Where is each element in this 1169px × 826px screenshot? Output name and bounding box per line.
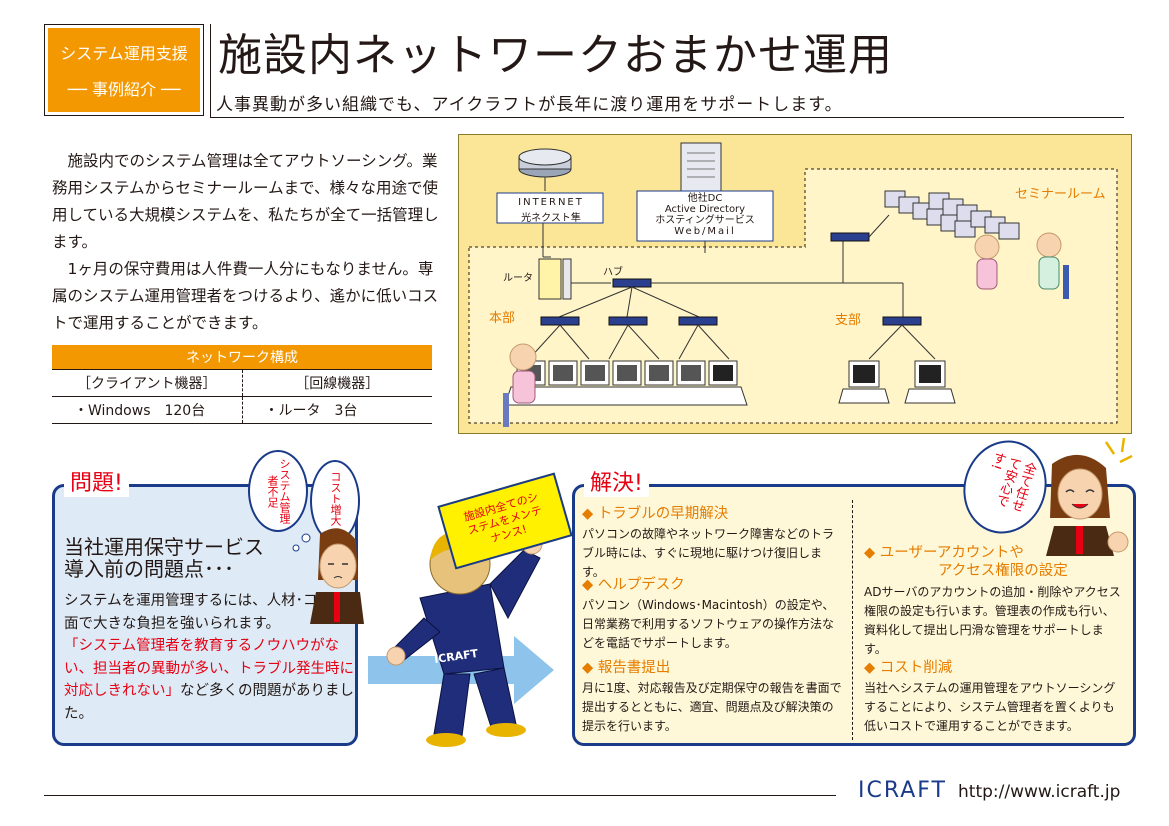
solution-item-2-title-text: ヘルプデスク [597, 577, 685, 593]
solution-item-2-title: ◆ ヘルプデスク [582, 573, 685, 594]
solution-item-3-text: 月に1度、対応報告及び定期保守の報告を書面で提出するとともに、適宜、問題点及び解… [582, 681, 842, 733]
diamond-icon: ◆ [864, 545, 876, 561]
network-diagram-graphic [468, 142, 1118, 427]
category-badge: システム運用支援 ── 事例紹介 ── [44, 24, 204, 116]
area-label-branch: 支部 [835, 313, 862, 328]
solution-item-4-title-line-2: アクセス権限の設定 [938, 563, 1068, 579]
diamond-icon: ◆ [582, 577, 594, 593]
reassurance-text: 全て任せて安心です! [987, 449, 1038, 514]
problem-description: システムを運用管理するには、人材･コスト面で大きな負担を強いられます。 「システ… [64, 590, 354, 725]
area-label-hq: 本部 [489, 311, 516, 326]
bubble-staff-shortage: システム管理者不足 [266, 458, 291, 524]
internet-box [496, 192, 604, 224]
solution-item-4-title-line-1: ユーザーアカウントや [879, 545, 1024, 561]
solution-item-5-title: ◆ コスト削減 [864, 656, 952, 677]
company-url[interactable]: http://www.icraft.jp [958, 782, 1121, 802]
category-badge-fill: システム運用支援 ── 事例紹介 ── [48, 28, 200, 112]
hub-label: ハブ [603, 267, 623, 278]
config-header-clients: ［クライアント機器］ [52, 369, 242, 397]
internet-label: INTERNET [518, 197, 584, 208]
dc-line-2: Active Directory [664, 204, 746, 215]
problem-text-2: など多くの問題がありました。 [64, 683, 354, 722]
problem-panel [52, 484, 358, 746]
footer-rule [44, 795, 836, 796]
icraft-mascot-illustration [368, 531, 554, 747]
case-study-label: ── 事例紹介 ── [67, 80, 181, 99]
dc-line-3: ホスティングサービス [655, 215, 755, 226]
hq-person-illustration [503, 343, 537, 427]
config-cell-clients: ・Windows 120台 [52, 396, 242, 424]
config-header-lines: ［回線機器］ [241, 369, 432, 397]
main-hub-icon [612, 278, 652, 288]
solution-item-1-title-text: トラブルの早期解決 [597, 506, 729, 522]
intro-paragraph-2: 1ヶ月の保守費用は人件費一人分にもなりません。専属のシステム運用管理者をつけるよ… [52, 260, 439, 332]
solution-item-5-text: 当社へシステムの運用管理をアウトソーシングすることにより、システム管理者を置くよ… [864, 681, 1116, 733]
solution-item-4-title: ◆ ユーザーアカウントや アクセス権限の設定 [864, 544, 1068, 580]
sub-hub-1-icon [540, 316, 580, 326]
branch-pc-group [838, 360, 956, 404]
sub-hub-3-icon [678, 316, 718, 326]
seminar-pc-group [884, 190, 1020, 240]
solution-column-divider [852, 500, 853, 740]
bubble-cost-increase: コスト増大 [329, 471, 342, 526]
solution-item-3-title: ◆ 報告書提出 [582, 656, 670, 677]
solution-item-3-title-text: 報告書提出 [597, 660, 671, 676]
solution-item-1-text: パソコンの故障やネットワーク障害などのトラブル時には、すぐに現地に駆けつけ復旧し… [582, 527, 835, 579]
network-diagram: INTERNET 光ネクスト隼 他社DC Active Directory ホス… [458, 134, 1132, 434]
problem-title-line-2: 導入前の問題点･･･ [64, 557, 234, 581]
seminar-hub-icon [830, 232, 870, 242]
dc-line-4: Web/Mail [674, 226, 736, 237]
page-title: 施設内ネットワークおまかせ運用 [218, 30, 893, 81]
problem-title: 当社運用保守サービス 導入前の問題点･･･ [64, 536, 304, 580]
page-subtitle: 人事異動が多い組織でも、アイクラフトが長年に渡り運用をサポートします。 [216, 95, 843, 115]
icraft-logo: ICRAFT [858, 778, 947, 803]
router-icon [538, 258, 562, 300]
diamond-icon: ◆ [582, 660, 594, 676]
diamond-icon: ◆ [864, 660, 876, 676]
worried-person-illustration [292, 528, 364, 624]
solution-item-5-title-text: コスト削減 [879, 660, 953, 676]
fiber-service-label: 光ネクスト隼 [521, 213, 581, 224]
hq-pc-group [504, 360, 748, 406]
solution-item-2-text: パソコン（Windows･Macintosh）の設定や、日常業務で利用するソフト… [582, 598, 835, 650]
branch-hub-icon [882, 316, 922, 326]
diamond-icon: ◆ [582, 506, 594, 522]
smiling-person-illustration [1046, 437, 1133, 556]
solution-heading: 解決! [584, 465, 649, 497]
router-device-icon [518, 148, 572, 166]
intro-text: 施設内でのシステム管理は全てアウトソーシング。業務用システムからセミナールームま… [52, 148, 444, 337]
network-config-table: ネットワーク構成 ［クライアント機器］ ［回線機器］ ・Windows 120台… [52, 345, 432, 424]
sub-hub-2-icon [608, 316, 648, 326]
header-divider [210, 24, 211, 118]
config-cell-lines: ・ルータ 3台 [241, 396, 432, 424]
mascot-callout-text: 施設内全てのシステムをメンテナンス! [462, 490, 544, 546]
datacenter-box [636, 190, 774, 242]
problem-heading: 問題! [64, 465, 129, 497]
category-label: システム運用支援 [60, 44, 188, 63]
datacenter-label: 他社DC Active Directory ホスティングサービス Web/Mai… [637, 193, 773, 237]
thought-bubble-staff: システム管理者不足 [248, 450, 308, 532]
thought-bubble-cost: コスト増大 [310, 460, 360, 542]
dc-line-1: 他社DC [687, 193, 723, 204]
problem-title-line-1: 当社運用保守サービス [64, 535, 264, 559]
header-underline [210, 117, 1124, 118]
solution-panel [572, 484, 1136, 746]
area-label-seminar: セミナールーム [1015, 187, 1106, 202]
config-table-title: ネットワーク構成 [52, 345, 432, 370]
solution-item-1-title: ◆ トラブルの早期解決 [582, 502, 728, 523]
intro-paragraph-1: 施設内でのシステム管理は全てアウトソーシング。業務用システムからセミナールームま… [52, 152, 439, 251]
seminar-people-illustration [974, 232, 1069, 299]
router-label: ルータ [503, 273, 533, 284]
problem-text-highlight: 「システム管理者を教育するノウハウがない、担当者の異動が多い、トラブル発生時に対… [64, 638, 354, 699]
server-icon [680, 142, 722, 200]
solution-item-4-text: ADサーバのアカウントの追加・削除やアクセス権限の設定も行います。管理表の作成も… [864, 585, 1121, 656]
area-join [806, 246, 1116, 249]
problem-text-1: システムを運用管理するには、人材･コスト面で大きな負担を強いられます。 [64, 593, 347, 632]
